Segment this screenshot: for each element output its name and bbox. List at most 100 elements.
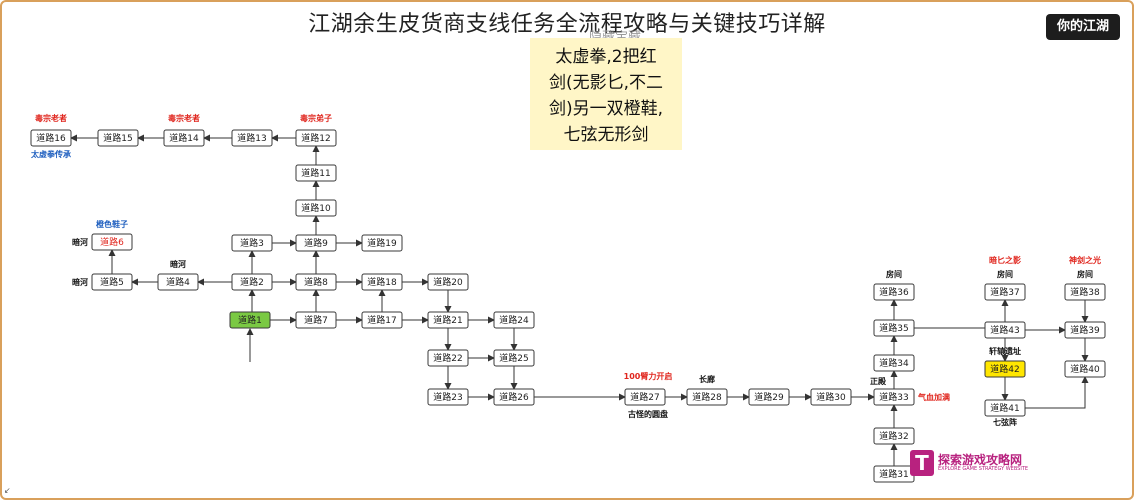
road-node-box — [493, 349, 535, 367]
road-node: 道路24 — [493, 311, 535, 329]
road-node-box — [427, 388, 469, 406]
node-annotation: 长廊 — [699, 374, 715, 384]
road-node-label: 道路30 — [816, 391, 846, 403]
road-node-box — [231, 273, 273, 291]
road-node-box — [231, 234, 273, 252]
road-node: 道路33 — [873, 388, 915, 406]
watermark-logo-icon: T — [910, 450, 934, 476]
road-node-label: 道路41 — [990, 402, 1019, 414]
road-node-label: 道路39 — [1070, 324, 1100, 336]
road-node-label: 道路37 — [990, 286, 1019, 298]
node-annotation: 太虚拳传承 — [30, 149, 71, 159]
road-node-label: 道路34 — [879, 357, 909, 369]
road-node-box — [873, 427, 915, 445]
road-node-box — [1064, 283, 1106, 301]
node-annotation: 暗河 — [72, 237, 88, 247]
road-node-label: 道路21 — [433, 314, 462, 326]
road-node-box — [295, 273, 337, 291]
road-node-label: 道路17 — [367, 314, 396, 326]
road-node-label: 道路25 — [499, 352, 528, 364]
road-node-label: 道路4 — [166, 276, 190, 288]
road-node: 道路13 — [231, 129, 273, 147]
road-node-box — [686, 388, 728, 406]
road-node: 道路36 — [873, 283, 915, 301]
node-annotation: 房间 — [1077, 269, 1093, 279]
road-node: 道路29 — [748, 388, 790, 406]
node-annotation: 暗河 — [72, 277, 88, 287]
road-node-box — [295, 234, 337, 252]
road-node-box — [295, 129, 337, 147]
node-annotation: 神剑之光 — [1069, 255, 1101, 265]
road-node-label: 道路35 — [879, 322, 908, 334]
road-node: 道路28 — [686, 388, 728, 406]
road-node-label: 道路11 — [301, 167, 330, 179]
node-annotation: 古怪的圆盘 — [628, 409, 668, 419]
watermark-subtext: EXPLORE GAME STRATEGY WEBSITE — [938, 466, 1029, 472]
road-node-label: 道路3 — [240, 237, 264, 249]
watermark-text: 探索游戏攻略网 — [938, 453, 1023, 467]
node-annotation: 正殿 — [870, 376, 887, 386]
road-node-label: 道路20 — [433, 276, 463, 288]
road-node-label: 道路38 — [1070, 286, 1100, 298]
road-node-box — [873, 354, 915, 372]
road-node-box — [427, 311, 469, 329]
road-node: 道路1 — [229, 311, 271, 329]
road-node: 道路21 — [427, 311, 469, 329]
note-line: 剑(无影匕,不二 — [548, 73, 664, 93]
road-node: 道路14 — [163, 129, 205, 147]
road-node-box — [984, 283, 1026, 301]
node-annotation: 气血加满 — [917, 392, 950, 402]
node-annotation: 七弦阵 — [993, 417, 1017, 427]
road-node: 道路9 — [295, 234, 337, 252]
road-node-box — [873, 283, 915, 301]
node-annotation: 毒宗弟子 — [300, 113, 332, 123]
road-node: 道路15 — [97, 129, 139, 147]
road-node: 道路18 — [361, 273, 403, 291]
road-node-box — [873, 319, 915, 337]
road-node: 道路22 — [427, 349, 469, 367]
road-node: 道路3 — [231, 234, 273, 252]
road-node-label: 道路7 — [304, 314, 328, 326]
road-node-label: 道路23 — [433, 391, 462, 403]
road-node: 道路39 — [1064, 321, 1106, 339]
road-node-label: 道路5 — [100, 276, 124, 288]
road-node-box — [295, 311, 337, 329]
node-annotation: 橙色鞋子 — [96, 219, 128, 229]
road-node-box — [810, 388, 852, 406]
road-node: 道路8 — [295, 273, 337, 291]
road-node: 道路40 — [1064, 360, 1106, 378]
road-node: 道路2 — [231, 273, 273, 291]
road-node: 道路4 — [157, 273, 199, 291]
road-node: 道路37 — [984, 283, 1026, 301]
road-node: 道路17 — [361, 311, 403, 329]
road-node: 道路20 — [427, 273, 469, 291]
node-annotation: 暗河 — [170, 259, 186, 269]
reward-note: 太虚拳,2把红 剑(无影匕,不二 剑)另一双橙鞋, 七弦无形剑 — [530, 38, 682, 150]
road-node: 道路10 — [295, 199, 337, 217]
site-watermark: T 探索游戏攻略网 EXPLORE GAME STRATEGY WEBSITE — [910, 450, 1028, 476]
road-node-label: 道路12 — [301, 132, 330, 144]
road-node-label: 道路1 — [238, 314, 262, 326]
road-node-label: 道路29 — [754, 391, 784, 403]
road-node-label: 道路40 — [1070, 363, 1100, 375]
road-node-box — [493, 311, 535, 329]
road-node: 道路12 — [295, 129, 337, 147]
road-node-label: 道路36 — [879, 286, 909, 298]
road-node-box — [231, 129, 273, 147]
road-node: 道路43 — [984, 321, 1026, 339]
game-logo: 你的江湖 — [1046, 14, 1120, 40]
path-arrow — [1025, 376, 1089, 409]
road-node-label: 道路19 — [367, 237, 397, 249]
road-node-box — [361, 273, 403, 291]
road-node-label: 道路42 — [990, 363, 1019, 375]
road-node: 道路30 — [810, 388, 852, 406]
road-node-label: 道路14 — [169, 132, 199, 144]
road-node-box — [97, 129, 139, 147]
road-node-box — [163, 129, 205, 147]
node-annotation: 毒宗老者 — [35, 113, 67, 123]
road-node: 道路41 — [984, 399, 1026, 417]
road-node-label: 道路15 — [103, 132, 132, 144]
road-node: 道路6 — [91, 233, 133, 251]
road-node-box — [873, 388, 915, 406]
